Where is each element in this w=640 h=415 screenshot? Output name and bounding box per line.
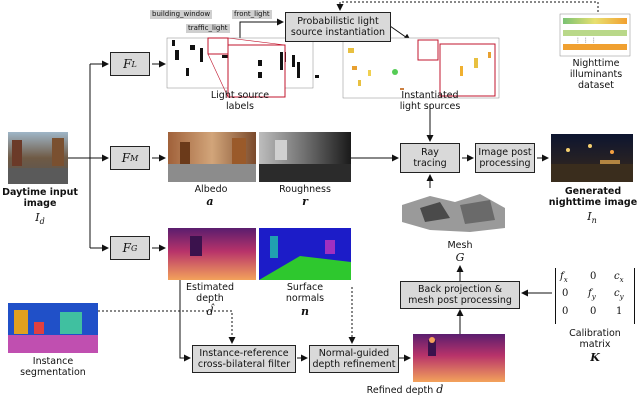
generated-symbol: In: [587, 210, 597, 226]
estimated-depth-line1: Estimated: [186, 282, 234, 293]
illuminants-line3: dataset: [578, 80, 614, 91]
back-projection-box: Back projection & mesh post processing: [400, 281, 520, 309]
refined-depth-symbol: d: [436, 383, 444, 396]
image-post-processing-box: Image post processing: [475, 143, 535, 173]
svg-text:⋮ ⋮ ⋮: ⋮ ⋮ ⋮: [575, 37, 597, 44]
estimated-depth-line2: depth: [196, 293, 224, 304]
calibration-line1: Calibration: [569, 328, 621, 339]
light-source-labels-line1: Light source: [210, 90, 270, 101]
depth-refinement-box: Normal-guided depth refinement: [309, 345, 399, 373]
light-source-labels-line2: labels: [226, 101, 254, 112]
generated-caption: Generated nighttime image: [548, 186, 638, 208]
generated-line2: nighttime image: [548, 197, 638, 208]
filter-line2: cross-bilateral filter: [197, 359, 291, 370]
instantiated-light-sources-image: [342, 37, 500, 99]
daytime-symbol: Id: [35, 211, 45, 227]
tag-building-window: building_window: [150, 10, 213, 19]
instance-segmentation-image: [8, 303, 98, 353]
calibration-caption: Calibration matrix: [555, 328, 635, 350]
refined-depth-image: [413, 334, 505, 382]
mesh-image: [400, 188, 508, 236]
albedo-caption: Albedo: [194, 184, 228, 195]
refined-depth-text: Refined depth: [366, 385, 434, 396]
f-g-symbol: F: [122, 241, 131, 255]
connectors: [68, 1, 599, 362]
ray-tracing-box: Ray tracing: [400, 143, 460, 173]
normals-line1: Surface: [286, 282, 324, 293]
light-instantiation-line1: Probabilistic light: [297, 16, 379, 27]
f-m-symbol: F: [121, 151, 131, 165]
instantiated-caption: Instantiated light sources: [385, 90, 475, 112]
instantiated-line2: light sources: [399, 101, 461, 112]
f-m-subscript: M: [130, 153, 139, 163]
instance-caption: Instance segmentation: [8, 356, 98, 378]
daytime-caption: Daytime input image: [2, 187, 78, 209]
light-instantiation-box: Probabilistic light source instantiation: [285, 12, 391, 42]
albedo-symbol: a: [206, 195, 214, 208]
light-source-labels-caption: Light source labels: [200, 90, 280, 112]
arrow-illuminants-dashed: [336, 1, 599, 12]
back-projection-line2: mesh post processing: [408, 295, 512, 306]
instantiated-line1: Instantiated: [401, 90, 459, 101]
post-processing-line2: processing: [479, 158, 531, 169]
estimated-depth-image: [168, 228, 256, 280]
f-l-symbol: F: [123, 57, 132, 71]
instance-line1: Instance: [32, 356, 74, 367]
refined-depth-caption: Refined depth d: [350, 384, 460, 396]
daytime-line1: Daytime input: [2, 187, 78, 198]
normals-line2: normals: [285, 293, 325, 304]
calibration-line2: matrix: [579, 339, 611, 350]
f-l-subscript: L: [131, 59, 137, 69]
refine-line2: depth refinement: [312, 359, 396, 370]
calibration-symbol: K: [590, 351, 600, 364]
generated-line1: Generated: [564, 186, 622, 197]
light-source-labels-image: [166, 37, 319, 98]
roughness-caption: Roughness: [279, 184, 331, 195]
calibration-matrix: fx 0 cx 0 fy cy 0 0 1: [555, 268, 635, 324]
mesh-symbol: G: [455, 251, 465, 264]
tag-front-light: front_light: [232, 10, 272, 19]
post-processing-line1: Image post: [478, 147, 532, 158]
estimated-depth-symbol: d̂: [206, 305, 214, 318]
arrow-labels-to-instantiation: [239, 18, 284, 38]
roughness-image: [259, 132, 351, 182]
normals-symbol: n: [301, 305, 309, 318]
ray-tracing-line1: Ray: [421, 147, 439, 158]
mesh-caption: Mesh: [447, 240, 473, 251]
generated-nighttime-image: [551, 134, 633, 182]
f-g-subscript: G: [130, 243, 138, 253]
illuminants-line1: Nighttime: [572, 58, 620, 69]
daytime-line2: image: [23, 198, 57, 209]
daytime-input-image: [8, 132, 68, 184]
filter-line1: Instance-reference: [199, 348, 289, 359]
illuminants-caption: Nighttime illuminants dataset: [562, 58, 630, 91]
instance-line2: segmentation: [20, 367, 86, 378]
ray-tracing-line2: tracing: [413, 158, 447, 169]
tag-traffic-light: traffic_light: [186, 24, 230, 33]
normals-caption: Surface normals: [275, 282, 335, 304]
roughness-symbol: r: [302, 195, 308, 208]
back-projection-line1: Back projection &: [418, 284, 502, 295]
illuminants-dataset-image: ⋮ ⋮ ⋮: [559, 13, 631, 57]
surface-normals-image: [259, 228, 351, 280]
illuminants-line2: illuminants: [569, 69, 623, 80]
estimated-depth-caption: Estimated depth: [180, 282, 240, 304]
cross-bilateral-filter-box: Instance-reference cross-bilateral filte…: [192, 345, 296, 373]
albedo-image: [168, 132, 256, 182]
refine-line1: Normal-guided: [318, 348, 390, 359]
light-instantiation-line2: source instantiation: [290, 27, 386, 38]
